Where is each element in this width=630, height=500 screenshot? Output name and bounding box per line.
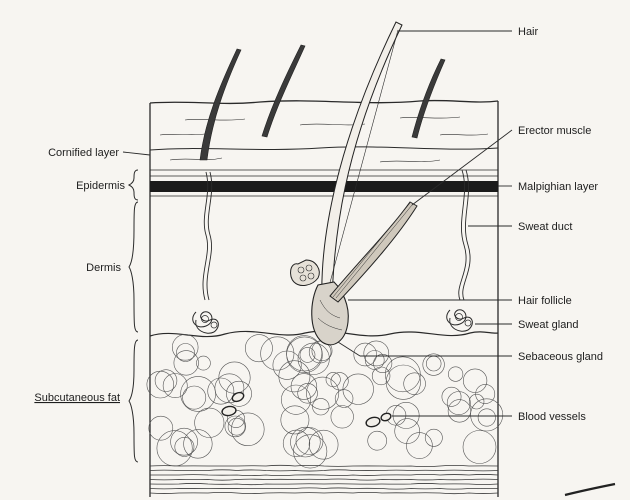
fat-cell	[343, 374, 374, 405]
fat-cell	[326, 372, 340, 386]
blood-vessels-right	[365, 412, 392, 428]
fat-cell	[184, 430, 213, 459]
fat-cell	[425, 429, 442, 446]
erector-muscle	[330, 202, 417, 302]
fiber-line	[150, 492, 498, 493]
fat-cell	[245, 335, 272, 362]
fat-cell	[478, 409, 495, 426]
fat-cell	[313, 398, 330, 415]
label-erector-muscle: Erector muscle	[518, 125, 591, 137]
fat-cell	[406, 433, 432, 459]
fat-cell	[306, 377, 338, 409]
fat-cell	[426, 356, 441, 371]
fat-cell	[463, 369, 487, 393]
fat-cell	[287, 336, 322, 371]
fat-cell	[281, 406, 309, 434]
label-sebaceous-gland: Sebaceous gland	[518, 351, 603, 363]
fat-cell	[181, 376, 216, 411]
fat-cell	[228, 418, 245, 435]
fat-cell	[291, 427, 321, 457]
fat-cell	[195, 408, 224, 437]
fat-cell	[231, 413, 264, 446]
fat-cell	[261, 337, 294, 370]
fat-cell	[219, 362, 250, 393]
label-sweat-duct: Sweat duct	[518, 221, 572, 233]
fat-cell	[469, 394, 484, 409]
sweat-gland-left	[193, 312, 219, 333]
subcutaneous-fat-brace	[129, 340, 138, 462]
fat-cell	[287, 337, 323, 373]
fat-cell	[163, 374, 187, 398]
epidermis-brace	[129, 170, 138, 200]
label-epidermis: Epidermis	[76, 180, 125, 192]
label-hair-follicle: Hair follicle	[518, 295, 572, 307]
label-blood-vessels: Blood vessels	[518, 411, 586, 423]
surface-hairs	[200, 45, 445, 160]
epidermis-layers	[150, 170, 498, 176]
fat-cell	[273, 351, 301, 379]
label-dermis: Dermis	[86, 262, 121, 274]
fat-cell	[395, 419, 420, 444]
fat-cell	[183, 386, 206, 409]
sweat-gland-right	[447, 310, 473, 331]
fat-cell	[365, 351, 384, 370]
fat-cell	[281, 385, 310, 414]
dermis-brace	[129, 202, 138, 332]
fat-cell	[448, 367, 463, 382]
fat-cell	[385, 357, 420, 392]
fat-cell	[463, 431, 496, 464]
fibrous-layer	[150, 465, 498, 493]
label-sweat-gland: Sweat gland	[518, 319, 579, 331]
label-malpighian-layer: Malpighian layer	[518, 181, 598, 193]
subcutaneous-fat	[147, 331, 503, 468]
erector-muscle-leader	[412, 130, 512, 205]
fat-cell	[442, 387, 461, 406]
cornified-layer-leader	[123, 152, 150, 155]
pen-mark	[565, 484, 615, 495]
fat-cell	[149, 416, 173, 440]
fat-cell	[172, 334, 198, 360]
fiber-line	[150, 488, 498, 489]
fat-cell	[174, 351, 199, 376]
fat-cell	[331, 406, 354, 429]
fiber-line	[150, 474, 498, 475]
fat-cell	[147, 371, 174, 398]
fat-cell	[368, 431, 387, 450]
fat-cell	[291, 374, 317, 400]
label-subcutaneous-fat: Subcutaneous fat	[34, 392, 120, 404]
malpighian-band	[150, 181, 498, 192]
label-hair: Hair	[518, 26, 539, 38]
fat-cell	[171, 428, 198, 455]
fiber-line	[150, 470, 498, 471]
fiber-line	[150, 465, 498, 466]
fat-cell	[386, 365, 420, 399]
fat-cell	[155, 370, 177, 392]
fat-cell	[279, 361, 310, 392]
fiber-line	[150, 483, 498, 484]
label-cornified-layer: Cornified layer	[48, 147, 119, 159]
sebaceous-gland-leader-a	[338, 342, 360, 356]
sebaceous-gland	[291, 260, 320, 285]
fiber-line	[150, 479, 498, 480]
